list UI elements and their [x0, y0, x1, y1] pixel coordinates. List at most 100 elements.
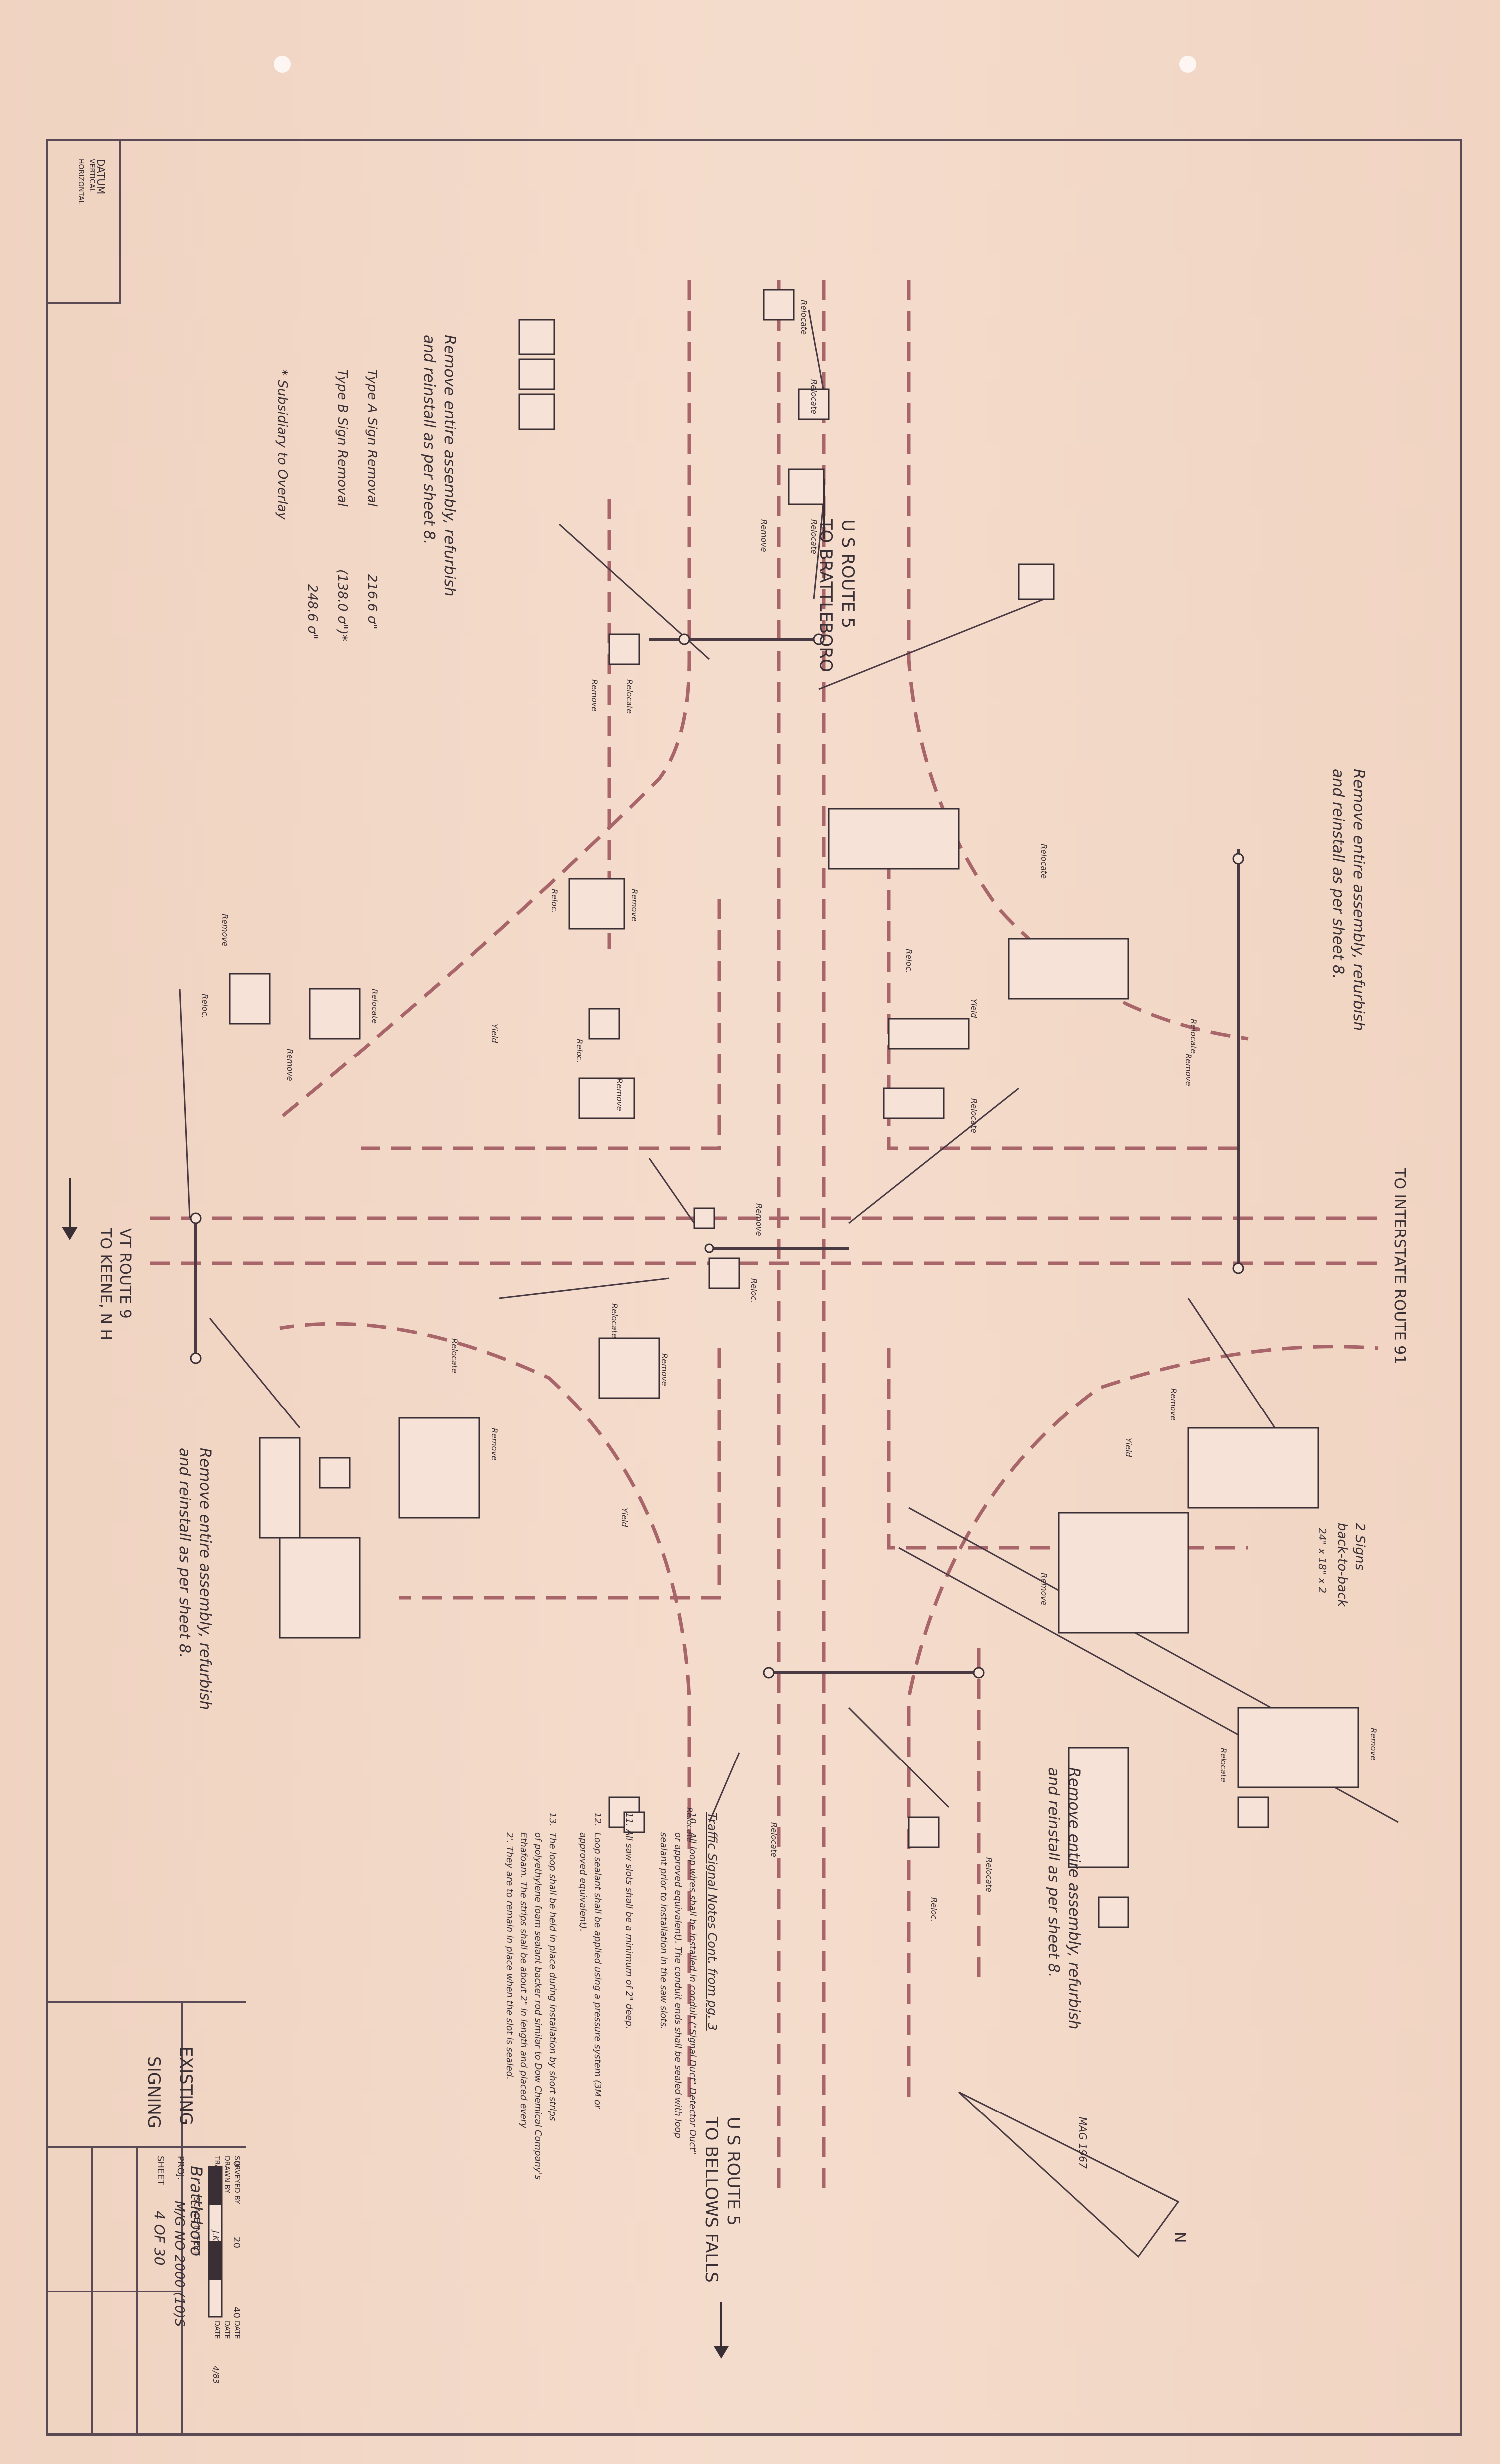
traffic-note-12: 12. Loop sealant shall be applied using … [578, 1812, 603, 2109]
sign-box [1058, 1512, 1189, 1634]
leader-line [813, 499, 825, 600]
sign-box [259, 1437, 301, 1539]
sign-box [788, 468, 825, 505]
sign-box [908, 1816, 940, 1848]
island-outline [399, 1348, 721, 1600]
sign-label: Relocate [809, 379, 819, 414]
sign-label: Reloc. [929, 1897, 939, 1922]
sign-label: Yield [969, 999, 979, 1018]
project-name: Brattleboro [187, 2166, 206, 2257]
sign-label: Remove [630, 889, 639, 922]
road-label-vt9: VT ROUTE 9 TO KEENE, N H [97, 1228, 134, 1341]
sign-box [319, 1457, 351, 1489]
traffic-note-13: 13. The loop shall be held in place duri… [504, 1812, 558, 2180]
sign-box [518, 319, 555, 355]
sign-label: Reloc. [550, 889, 559, 914]
sign-label: Yield [1124, 1438, 1133, 1457]
leader-line [708, 1752, 740, 1823]
sign-box [309, 988, 361, 1040]
sign-label: Yield [620, 1508, 629, 1527]
surveyed-by: SURVEYED BY [233, 2156, 241, 2204]
curb-line [278, 280, 691, 1120]
sign-box [279, 1537, 361, 1639]
note-two-signs: 2 Signs back-to-back [1334, 1523, 1367, 1607]
sign-label: Remove [660, 1353, 669, 1386]
sign-box [1237, 1796, 1269, 1828]
post-marker [190, 1212, 202, 1224]
total-value: 248.6 ơ" [305, 584, 320, 640]
sign-label: Remove [754, 1203, 764, 1236]
sign-box [1068, 1747, 1129, 1868]
post-marker [763, 1667, 775, 1679]
post-marker [704, 1243, 714, 1253]
sign-label: Relocate [1219, 1748, 1228, 1782]
sign-box [608, 633, 640, 665]
sign-label: Remove [590, 679, 599, 712]
sign-label: Relocate [1039, 844, 1049, 879]
subsidiary-note: * Subsidiary to Overlay [275, 369, 290, 520]
sign-box [1098, 1896, 1129, 1928]
leader-line [848, 1087, 1019, 1224]
sheet-label: SHEET [155, 2156, 166, 2185]
sign-label: Remove [490, 1428, 499, 1461]
sign-box [598, 1337, 660, 1399]
sign-label: Relocate [799, 300, 809, 335]
leader-line [848, 1707, 950, 1808]
leader-line [179, 988, 191, 1219]
post-marker [1232, 853, 1244, 865]
note-remove-refurbish: Remove entire assembly, refurbish and re… [1045, 1767, 1083, 2030]
sign-box [888, 1018, 970, 1050]
sign-label: Remove [1184, 1054, 1193, 1086]
post-marker [973, 1667, 985, 1679]
sign-label: Relocate [984, 1857, 994, 1892]
sign-label: Remove [759, 519, 769, 552]
sign-label: Relocate [625, 679, 634, 714]
note-remove-refurbish: Remove entire assembly, refurbish and re… [176, 1448, 214, 1710]
leader-line [648, 1158, 695, 1224]
datum-box: DATUM VERTICAL HORIZONTAL [46, 139, 121, 304]
north-letter: N [1171, 2232, 1188, 2243]
title-existing: EXISTING [176, 2046, 196, 2125]
sign-label: Relocate [450, 1338, 459, 1373]
sign-box [1008, 938, 1129, 1000]
leader-line [818, 598, 1044, 690]
sign-label: Relocate [1189, 1019, 1198, 1054]
sign-label: Remove [285, 1049, 295, 1081]
direction-arrow-head [713, 2346, 729, 2359]
traced-by: TRACED BY [213, 2156, 221, 2195]
sign-box [708, 1257, 740, 1289]
sign-label: Yield [490, 1024, 499, 1043]
sign-label: Relocate [969, 1098, 979, 1133]
sign-label: Remove [1169, 1388, 1178, 1421]
type-a-value: 216.6 ơ" [365, 574, 379, 630]
note-two-signs-size: 24" x 18" x 2 [1316, 1528, 1328, 1594]
island-outline [350, 899, 721, 1150]
type-b-value: (138.0 ơ")* [335, 569, 350, 641]
drawn-by: DRAWN BY [223, 2156, 231, 2193]
sign-box [229, 973, 271, 1025]
road-label-route5-south: U S ROUTE 5 TO BRATTLEBORO [815, 519, 858, 672]
punch-hole [274, 56, 291, 73]
sign-box [398, 1417, 480, 1519]
sign-label: Remove [220, 914, 230, 947]
sign-label: Remove [1369, 1728, 1378, 1760]
sign-box [578, 1077, 635, 1119]
sign-label: Reloc. [904, 949, 914, 974]
curb-line [907, 1345, 1379, 2097]
sign-label: Reloc. [200, 994, 210, 1019]
sign-box [798, 388, 830, 420]
sign-label: Relocate [610, 1303, 619, 1338]
road-label-route5-north: U S ROUTE 5 TO BELLOWS FALLS [701, 2117, 743, 2283]
north-arrow-label: MAG 1967 [1077, 2117, 1089, 2169]
leader-line [209, 1318, 301, 1428]
sign-label: Remove [1039, 1573, 1049, 1606]
sign-box [568, 878, 625, 930]
post-marker [678, 633, 690, 645]
sign-box [763, 289, 795, 321]
date-value: 4/83 [211, 2366, 221, 2384]
sign-box [1187, 1427, 1319, 1509]
proj-value: M/G NO 2000 (10)S [172, 2201, 187, 2327]
road-label-interstate: TO INTERSTATE ROUTE 91 [1391, 1168, 1408, 1365]
sign-box [828, 808, 960, 870]
